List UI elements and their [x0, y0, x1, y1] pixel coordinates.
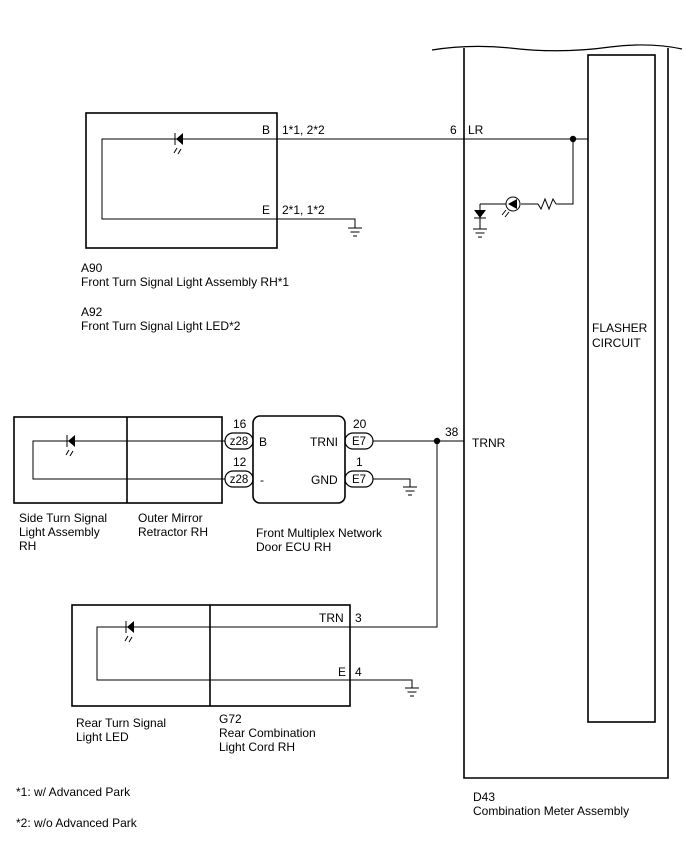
ecu-pin-b-label: B — [259, 435, 267, 449]
connector-e7-top-label: E7 — [352, 436, 366, 448]
a90-pin-b-number: 1*1, 2*2 — [282, 123, 325, 137]
a90-code: A90 — [81, 261, 103, 275]
a90-pin-e-number: 2*1, 1*2 — [282, 203, 325, 217]
connector-e7-bottom-label: E7 — [352, 474, 366, 486]
side-turn-label-3: RH — [19, 539, 36, 553]
front-turn-led-icon — [173, 133, 183, 155]
meter-pin-38: 38 — [445, 425, 459, 439]
a90-pin-b-label: B — [262, 123, 270, 137]
a92-name: Front Turn Signal Light LED*2 — [81, 319, 241, 333]
ecu-label-2: Door ECU RH — [256, 540, 331, 554]
ecu-pin-16: 16 — [233, 417, 247, 431]
g72-code: G72 — [219, 712, 242, 726]
rear-pin-4: 4 — [355, 665, 362, 679]
ground-icon — [348, 227, 362, 237]
a92-code: A92 — [81, 305, 103, 319]
flasher-circuit-box — [587, 54, 656, 723]
wire-trn-rear — [350, 441, 438, 628]
mirror-label-2: Retractor RH — [138, 525, 208, 539]
rear-combination-box — [71, 604, 351, 707]
ground-icon — [405, 687, 419, 697]
ecu-pin-20: 20 — [353, 417, 367, 431]
ground-icon — [403, 486, 417, 496]
ecu-label-1: Front Multiplex Network — [256, 526, 383, 540]
rear-led-label-2: Light LED — [76, 730, 129, 744]
a90-pin-e-label: E — [262, 203, 270, 217]
g72-label-2: Light Cord RH — [219, 740, 295, 754]
meter-pin-6: 6 — [450, 123, 457, 137]
side-turn-signal-box — [13, 416, 223, 504]
ecu-gnd-label: GND — [311, 473, 338, 487]
side-turn-led-icon — [65, 435, 75, 457]
rear-pin-3: 3 — [355, 611, 362, 625]
d43-name: Combination Meter Assembly — [473, 804, 629, 818]
ecu-trni-label: TRNI — [310, 435, 338, 449]
g72-label-1: Rear Combination — [219, 726, 316, 740]
ecu-pin-dash-label: - — [260, 473, 264, 487]
meter-signal-trnr: TRNR — [472, 436, 506, 450]
rear-e-label: E — [338, 665, 346, 679]
connector-z28-top-label: z28 — [230, 436, 249, 448]
rear-trn-label: TRN — [319, 611, 344, 625]
diode-icon — [474, 210, 486, 218]
footnote-1: *1: w/ Advanced Park — [16, 785, 131, 799]
door-ecu-box — [252, 415, 346, 504]
side-turn-label-2: Light Assembly — [19, 525, 100, 539]
resistor-symbol — [537, 197, 557, 211]
connector-z28-bottom-label: z28 — [230, 474, 249, 486]
d43-code: D43 — [473, 790, 495, 804]
rear-turn-led-icon — [124, 621, 134, 643]
footnote-2: *2: w/o Advanced Park — [16, 816, 138, 830]
rear-led-label-1: Rear Turn Signal — [76, 716, 166, 730]
mirror-label-1: Outer Mirror — [138, 511, 203, 525]
flasher-label-2: CIRCUIT — [592, 336, 641, 350]
ground-icon — [473, 228, 487, 238]
meter-internal-circuit — [464, 135, 588, 238]
front-turn-signal-box — [85, 112, 278, 249]
combination-meter-outline — [431, 44, 683, 779]
flasher-label-1: FLASHER — [592, 321, 648, 335]
ecu-pin-12: 12 — [233, 455, 247, 469]
meter-signal-lr: LR — [468, 123, 484, 137]
side-turn-label-1: Side Turn Signal — [19, 511, 107, 525]
ecu-pin-1: 1 — [356, 455, 363, 469]
a90-name: Front Turn Signal Light Assembly RH*1 — [81, 275, 289, 289]
